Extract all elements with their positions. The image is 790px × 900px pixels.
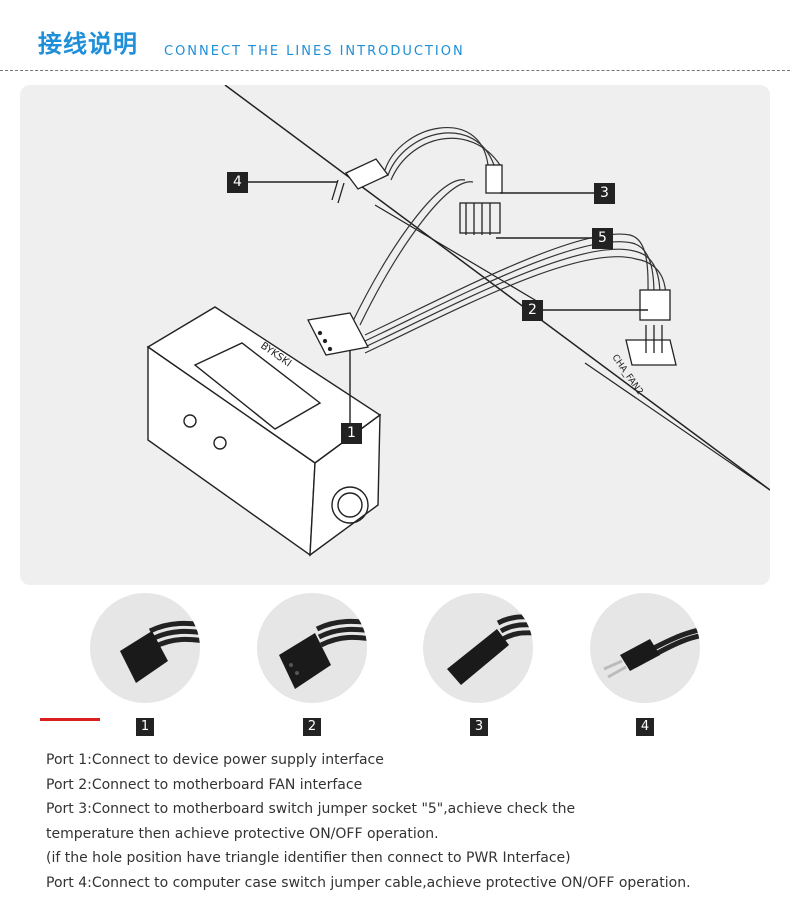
tag-5: 5 — [592, 228, 613, 249]
connector-4 — [331, 158, 390, 204]
page-header: 接线说明 CONNECT THE LINES INTRODUCTION — [0, 0, 790, 72]
description-line: Port 2:Connect to motherboard FAN interf… — [46, 776, 363, 793]
port-1-image — [90, 593, 200, 703]
page-title-en: CONNECT THE LINES INTRODUCTION — [164, 44, 465, 59]
port-thumbnails: 1 2 3 4 — [0, 590, 790, 740]
wiring-illustration: CHA_FAN2 BYKSKI — [146, 85, 770, 557]
jumper-cable — [384, 127, 501, 181]
fan-cable — [364, 233, 667, 354]
page-title-cn: 接线说明 — [38, 30, 138, 58]
description-line: temperature then achieve protective ON/O… — [46, 825, 439, 842]
header-divider — [0, 70, 790, 71]
description-line: (if the hole position have triangle iden… — [46, 850, 571, 867]
port-descriptions: Port 1:Connect to device power supply in… — [46, 748, 766, 896]
port-number-2: 2 — [303, 718, 321, 736]
port-number-1: 1 — [136, 718, 154, 736]
accent-bar — [40, 718, 100, 721]
wiring-diagram: CHA_FAN2 BYKSKI 4 3 — [20, 85, 770, 585]
tag-2: 2 — [522, 300, 543, 321]
connector-1 — [307, 312, 369, 356]
port-number-3: 3 — [470, 718, 488, 736]
connector-2 — [625, 289, 677, 366]
port-4-image — [590, 593, 700, 703]
flow-meter-device — [146, 306, 382, 557]
description-line: Port 1:Connect to device power supply in… — [46, 752, 384, 768]
leader-lines — [248, 181, 648, 423]
tag-3: 3 — [594, 183, 615, 204]
port-number-4: 4 — [636, 718, 654, 736]
description-line: Port 4:Connect to computer case switch j… — [46, 874, 691, 891]
switch-cable — [351, 179, 474, 326]
port-2-image — [257, 593, 367, 703]
connector-3 — [459, 164, 503, 235]
board-edge-line-2 — [374, 204, 541, 304]
tag-4: 4 — [227, 172, 248, 193]
board-edge-line — [224, 85, 770, 491]
description-line: Port 3:Connect to motherboard switch jum… — [46, 801, 576, 818]
tag-1: 1 — [341, 423, 362, 444]
port-3-image — [423, 593, 533, 703]
